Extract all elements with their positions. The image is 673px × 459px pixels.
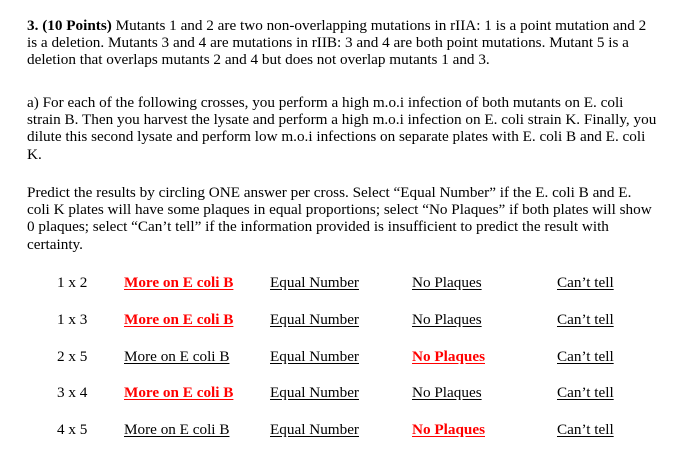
cross-label: 1 x 3	[57, 311, 88, 328]
option-more-on-ecoli-b[interactable]: More on E coli B	[124, 311, 234, 328]
option-no-plaques[interactable]: No Plaques	[412, 421, 485, 438]
option-equal-number[interactable]: Equal Number	[270, 274, 359, 291]
cross-row: 1 x 3 More on E coli B Equal Number No P…	[0, 311, 673, 331]
part-a-text: a) For each of the following crosses, yo…	[27, 94, 657, 163]
option-cant-tell[interactable]: Can’t tell	[557, 311, 614, 328]
cross-label: 4 x 5	[57, 421, 88, 438]
option-no-plaques[interactable]: No Plaques	[412, 311, 482, 328]
option-more-on-ecoli-b[interactable]: More on E coli B	[124, 348, 230, 365]
option-more-on-ecoli-b[interactable]: More on E coli B	[124, 384, 234, 401]
option-cant-tell[interactable]: Can’t tell	[557, 384, 614, 401]
option-equal-number[interactable]: Equal Number	[270, 348, 359, 365]
option-no-plaques[interactable]: No Plaques	[412, 274, 482, 291]
option-equal-number[interactable]: Equal Number	[270, 384, 359, 401]
cross-row: 4 x 5 More on E coli B Equal Number No P…	[0, 421, 673, 441]
instructions-text: Predict the results by circling ONE answ…	[27, 184, 652, 253]
cross-label: 1 x 2	[57, 274, 88, 291]
option-no-plaques[interactable]: No Plaques	[412, 384, 482, 401]
cross-label: 3 x 4	[57, 384, 88, 401]
question-intro-text: Mutants 1 and 2 are two non-overlapping …	[27, 17, 647, 69]
cross-label: 2 x 5	[57, 348, 88, 365]
option-more-on-ecoli-b[interactable]: More on E coli B	[124, 274, 234, 291]
option-more-on-ecoli-b[interactable]: More on E coli B	[124, 421, 230, 438]
option-equal-number[interactable]: Equal Number	[270, 311, 359, 328]
cross-row: 3 x 4 More on E coli B Equal Number No P…	[0, 384, 673, 404]
cross-row: 2 x 5 More on E coli B Equal Number No P…	[0, 348, 673, 368]
question-number: 3. (10 Points)	[27, 17, 112, 34]
option-cant-tell[interactable]: Can’t tell	[557, 421, 614, 438]
option-no-plaques[interactable]: No Plaques	[412, 348, 485, 365]
option-cant-tell[interactable]: Can’t tell	[557, 274, 614, 291]
question-intro: 3. (10 Points) Mutants 1 and 2 are two n…	[27, 17, 657, 69]
cross-row: 1 x 2 More on E coli B Equal Number No P…	[0, 274, 673, 294]
option-equal-number[interactable]: Equal Number	[270, 421, 359, 438]
option-cant-tell[interactable]: Can’t tell	[557, 348, 614, 365]
